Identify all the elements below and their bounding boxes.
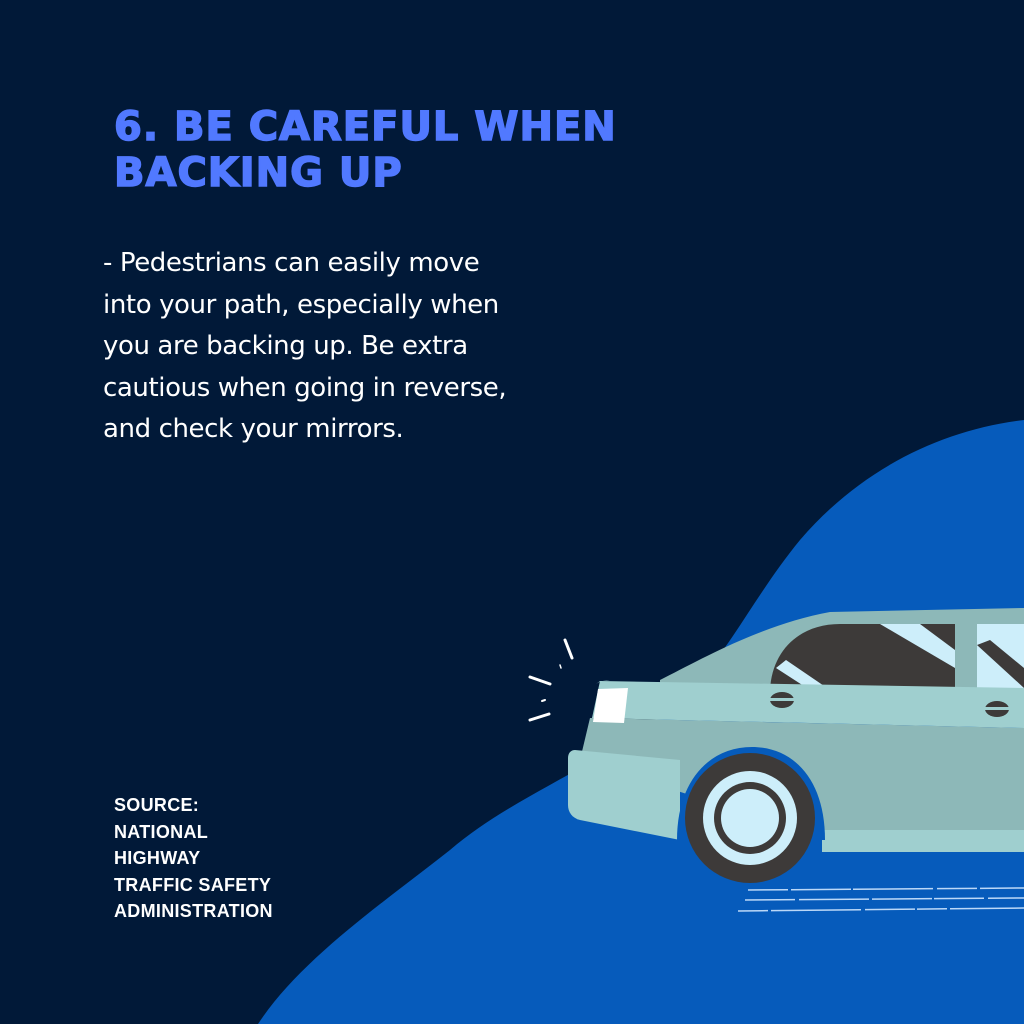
blue-blob-shape [258,420,1024,1024]
source-line-2: NATIONAL [114,821,209,842]
body-line-3: you are backing up. Be extra [103,331,468,361]
source-line-3: HIGHWAY [114,848,201,868]
title-line-1: 6. BE CAREFUL WHEN [113,103,617,151]
impact-lines-icon [528,638,574,722]
body-line-2: into your path, especially when [103,289,499,320]
car-icon [568,608,1024,883]
title-line-2: BACKING UP [113,149,403,197]
source-credit: SOURCE: NATIONAL HIGHWAY TRAFFIC SAFETY … [114,792,273,925]
wheel-icon [685,753,815,883]
body-line-4: cautious when going in reverse, [103,372,507,403]
motion-lines-icon [737,887,1024,912]
body-line-5: and check your mirrors. [103,414,404,444]
source-line-4: TRAFFIC SAFETY [114,874,272,895]
slide-title: 6. BE CAREFUL WHEN BACKING UP [113,103,617,197]
source-line-1: SOURCE: [114,795,200,815]
body-line-1: - Pedestrians can easily move [103,248,480,278]
tip-body-text: - Pedestrians can easily move into your … [103,243,603,451]
door-handle-icon [770,692,1009,717]
source-line-5: ADMINISTRATION [114,901,273,921]
